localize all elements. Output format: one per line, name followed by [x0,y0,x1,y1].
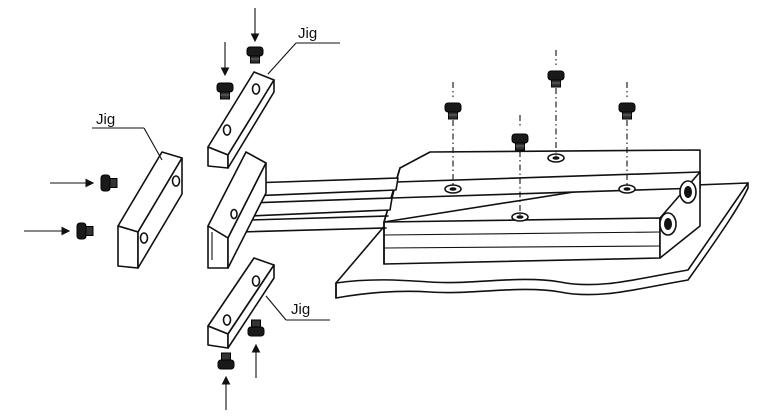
mounting-hole [444,184,462,194]
jig-left [117,151,183,269]
screw-bottom-jig-1 [247,319,265,337]
label-text: Jig [291,301,310,318]
screw-top-jig-2 [216,82,234,100]
screw-table-3 [618,82,636,187]
jig-top [207,71,275,169]
screw-top-jig-1 [246,46,264,64]
end-plate [207,151,267,269]
mounting-hole [547,153,565,163]
mounting-hole [511,212,529,222]
screw-table-1 [547,50,565,156]
label-text: Jig [96,111,115,128]
slide-table-body [383,149,701,265]
screw-bottom-jig-2 [217,352,235,370]
mounting-hole [618,184,636,194]
screw-left-jig-2 [76,222,94,240]
screw-left-jig-1 [100,174,118,192]
label-text: Jig [298,25,317,42]
screw-table-4 [511,115,529,215]
screw-table-2 [444,82,462,187]
label-jig-bottom: Jig [265,295,330,321]
label-jig-left: Jig [92,111,163,161]
label-jig-top: Jig [267,25,340,75]
jig-bottom [207,257,275,349]
